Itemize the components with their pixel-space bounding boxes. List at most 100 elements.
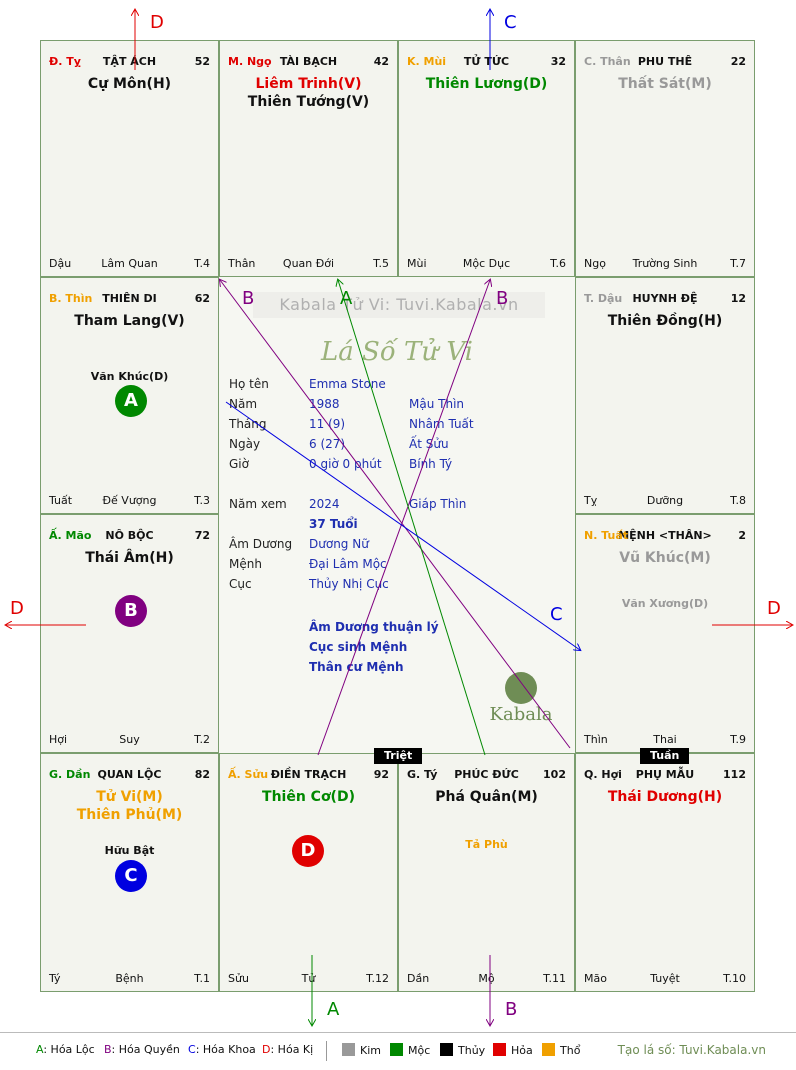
month-label: T.1: [194, 972, 210, 985]
info-label: Âm Dương: [229, 537, 293, 551]
credit-link[interactable]: Tạo lá số: Tuvi.Kabala.vn: [617, 1043, 766, 1057]
main-stars: Liêm Trinh(V)Thiên Tướng(V): [224, 75, 393, 111]
main-stars: Phá Quân(M): [403, 788, 570, 806]
info-can-chi: Ất Sửu: [409, 437, 449, 451]
color-swatch-icon: [493, 1043, 506, 1056]
info-label: Mệnh: [229, 557, 262, 571]
heavenly-stem: N. Tuất: [584, 529, 629, 542]
heavenly-stem: Đ. Tỵ: [49, 55, 81, 68]
heavenly-stem: T. Dậu: [584, 292, 623, 305]
brand-text: Kabala: [489, 704, 553, 725]
trang-sinh: Quan Đới: [282, 257, 335, 270]
trang-sinh: Thai: [653, 733, 677, 746]
color-swatch-icon: [440, 1043, 453, 1056]
legend-separator: [326, 1041, 327, 1061]
hoa-badge-a: A: [115, 385, 147, 417]
minor-star: Hữu Bật: [104, 844, 155, 857]
note-line: Âm Dương thuận lý: [309, 620, 439, 634]
earthly-branch: Thìn: [584, 733, 608, 746]
palace-age: 2: [738, 529, 746, 542]
month-label: T.7: [730, 257, 746, 270]
arrow-label-b: B: [505, 999, 517, 1020]
element-name: Kim: [360, 1044, 381, 1057]
tuan-tag: Tuần: [640, 748, 690, 764]
palace-age: 92: [373, 768, 389, 781]
main-stars: Thiên Lương(D): [403, 75, 570, 93]
main-stars: Thái Dương(H): [580, 788, 750, 806]
legend-element-item: Thổ: [542, 1043, 580, 1057]
info-label: Cục: [229, 577, 252, 591]
info-label: Ngày: [229, 437, 261, 451]
legend-key: A: [36, 1043, 44, 1056]
palace-name: HUYNH ĐỆ: [632, 292, 698, 305]
info-can-chi: Bính Tý: [409, 457, 453, 471]
info-can-chi: Mậu Thìn: [409, 397, 465, 411]
heavenly-stem: C. Thân: [584, 55, 631, 68]
main-star: Thiên Tướng(V): [247, 94, 370, 110]
earthly-branch: Dần: [407, 972, 430, 985]
month-label: T.8: [730, 494, 746, 507]
info-label: Năm xem: [229, 497, 287, 511]
watermark-text: Kabala Tử Vi: Tuvi.Kabala.vn: [253, 292, 545, 318]
month-label: T.12: [366, 972, 389, 985]
legend-element-item: Thủy: [440, 1043, 485, 1057]
month-label: T.10: [723, 972, 746, 985]
main-star: Phá Quân(M): [435, 789, 538, 805]
earthly-branch: Tuất: [49, 494, 73, 507]
info-value: 0 giờ 0 phút: [309, 457, 382, 471]
trang-sinh: Đế Vượng: [102, 494, 157, 507]
info-label: Giờ: [229, 457, 249, 471]
trang-sinh: Lâm Quan: [101, 257, 158, 270]
color-swatch-icon: [542, 1043, 555, 1056]
info-value: Đại Lâm Mộc: [309, 557, 387, 571]
palace-name: MỆNH <THÂN>: [618, 529, 712, 542]
note-line: Cục sinh Mệnh: [309, 640, 408, 654]
heavenly-stem: M. Ngọ: [228, 55, 272, 68]
palace-age: 102: [543, 768, 566, 781]
palace-age: 82: [194, 768, 210, 781]
trang-sinh: Tuyệt: [650, 972, 680, 985]
palace-age: 112: [723, 768, 746, 781]
month-label: T.6: [550, 257, 566, 270]
element-name: Thổ: [560, 1044, 581, 1057]
legend-hoa-item: D: Hóa Kị: [262, 1043, 313, 1056]
earthly-branch: Mùi: [407, 257, 427, 270]
hoa-badge-d: D: [292, 835, 324, 867]
heavenly-stem: Ấ. Sửu: [228, 768, 269, 781]
triet-tag: Triệt: [374, 748, 423, 764]
palace-footer: Mão Tuyệt T.10: [584, 972, 746, 985]
month-label: T.11: [543, 972, 566, 985]
main-star: Thiên Đồng(H): [607, 313, 723, 329]
info-value: Dương Nữ: [309, 537, 369, 551]
main-stars: Tham Lang(V): [45, 312, 214, 330]
color-swatch-icon: [390, 1043, 403, 1056]
palace-header: MỆNH <THÂN>N. Tuất 2: [584, 529, 746, 543]
trang-sinh: Tử: [301, 972, 316, 985]
info-value: 6 (27): [309, 437, 346, 451]
chart-title: Lá Số Tử Vi: [320, 337, 473, 367]
earthly-branch: Mão: [584, 972, 607, 985]
heavenly-stem: G. Dần: [49, 768, 91, 781]
arrow-label-a: A: [327, 999, 340, 1020]
main-stars: Tử Vi(M)Thiên Phủ(M): [45, 788, 214, 824]
trang-sinh: Suy: [119, 733, 140, 746]
main-star: Cự Môn(H): [87, 76, 172, 92]
heavenly-stem: G. Tý: [407, 768, 438, 781]
